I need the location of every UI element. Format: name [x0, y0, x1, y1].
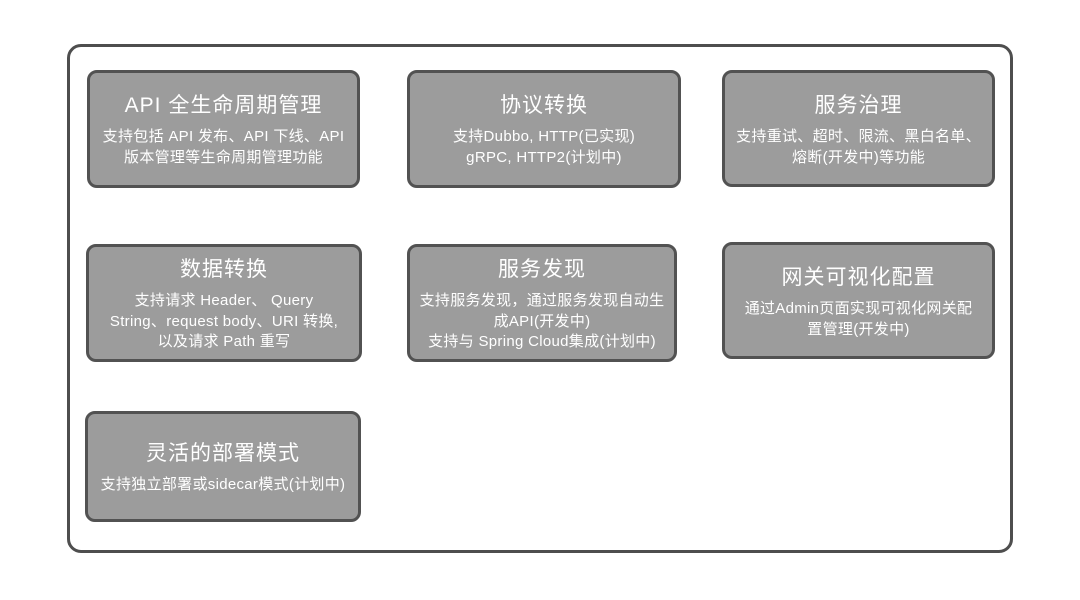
feature-box-protocol-conversion: 协议转换 支持Dubbo, HTTP(已实现) gRPC, HTTP2(计划中)	[407, 70, 681, 188]
feature-box-title: 灵活的部署模式	[146, 442, 300, 466]
feature-box-body: 支持Dubbo, HTTP(已实现) gRPC, HTTP2(计划中)	[452, 128, 636, 166]
feature-box-service-discovery: 服务发现 支持服务发现，通过服务发现自动生 成API(开发中) 支持与 Spri…	[407, 244, 677, 362]
feature-box-service-governance: 服务治理 支持重试、超时、限流、黑白名单、 熔断(开发中)等功能	[722, 70, 995, 187]
feature-box-gateway-visual-config: 网关可视化配置 通过Admin页面实现可视化网关配 置管理(开发中)	[722, 242, 995, 359]
feature-box-body: 支持独立部署或sidecar模式(计划中)	[100, 476, 346, 494]
feature-box-body: 支持请求 Header、 Query String、request body、U…	[109, 291, 339, 351]
feature-box-data-transformation: 数据转换 支持请求 Header、 Query String、request b…	[86, 244, 362, 362]
feature-box-api-lifecycle: API 全生命周期管理 支持包括 API 发布、API 下线、API 版本管理等…	[87, 70, 360, 188]
feature-box-title: API 全生命周期管理	[124, 94, 323, 118]
feature-box-body: 支持包括 API 发布、API 下线、API 版本管理等生命周期管理功能	[102, 128, 345, 166]
feature-box-title: 服务发现	[498, 257, 586, 281]
feature-box-body: 支持重试、超时、限流、黑白名单、 熔断(开发中)等功能	[736, 127, 981, 166]
feature-box-body: 支持服务发现，通过服务发现自动生 成API(开发中) 支持与 Spring Cl…	[419, 291, 665, 351]
feature-box-title: 服务治理	[814, 93, 903, 117]
feature-box-title: 数据转换	[180, 257, 268, 281]
feature-box-flexible-deployment: 灵活的部署模式 支持独立部署或sidecar模式(计划中)	[85, 411, 361, 522]
feature-box-title: 网关可视化配置	[781, 265, 936, 289]
feature-box-body: 通过Admin页面实现可视化网关配 置管理(开发中)	[744, 299, 973, 338]
feature-box-title: 协议转换	[500, 94, 588, 118]
